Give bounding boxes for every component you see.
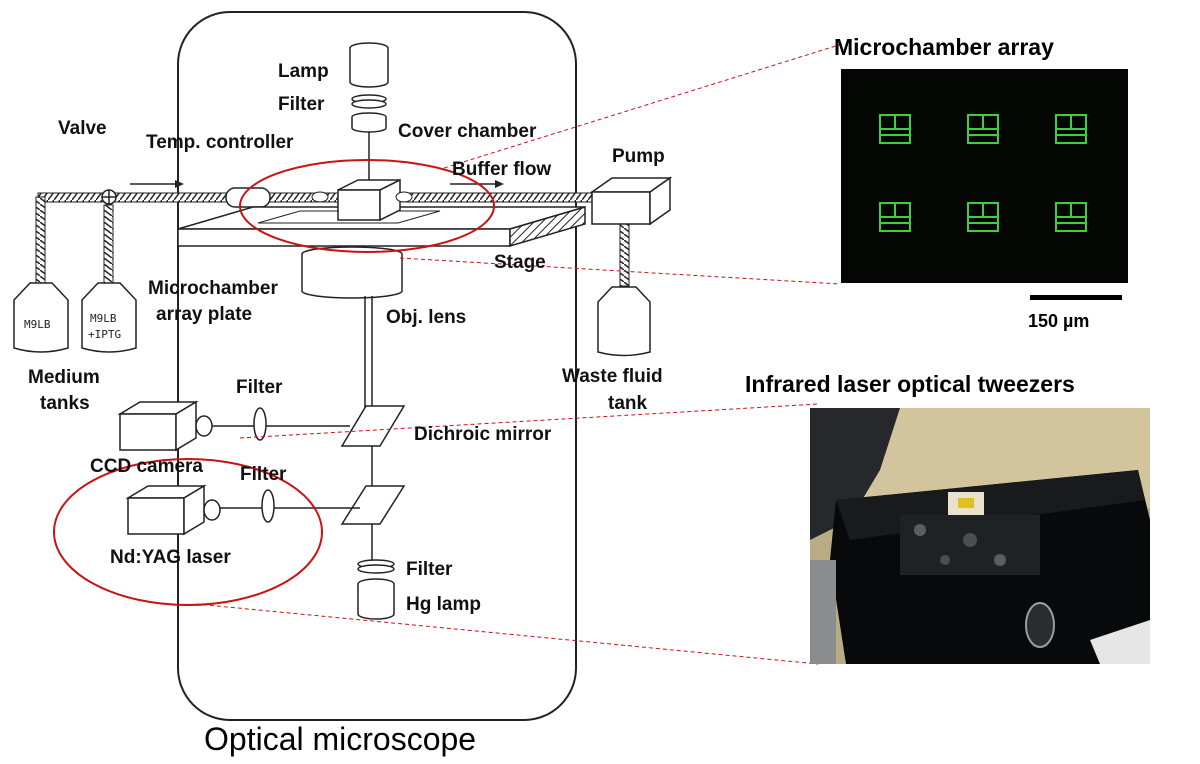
microscope-body	[177, 11, 577, 721]
tank-tube-2	[103, 204, 114, 284]
label-medium-2: tanks	[40, 393, 90, 414]
microchamber-cells	[879, 114, 1087, 232]
microchamber-image	[841, 69, 1128, 283]
label-cover-chamber: Cover chamber	[398, 121, 537, 142]
ccd-camera	[117, 400, 213, 452]
tank-tube-1	[35, 196, 46, 284]
dichroic-mirror	[340, 405, 406, 447]
hg-lamp	[357, 578, 395, 620]
label-tank1: M9LB	[24, 318, 51, 331]
valve-icon	[101, 189, 117, 205]
label-buffer-flow: Buffer flow	[452, 159, 551, 180]
cover-chamber	[337, 178, 401, 222]
label-dichroic: Dichroic mirror	[414, 424, 552, 445]
medium-tank-1	[13, 282, 69, 353]
stage-highlight	[239, 159, 495, 253]
label-ndyag: Nd:YAG laser	[110, 547, 231, 568]
label-filter-hg: Filter	[406, 559, 453, 580]
objective-lens	[301, 246, 403, 299]
ccd-filter	[253, 407, 267, 441]
laser-highlight	[53, 458, 323, 606]
label-filter-laser: Filter	[240, 464, 287, 485]
label-medium-1: Medium	[28, 367, 100, 388]
hg-filter	[357, 559, 395, 574]
tweezers-title: Infrared laser optical tweezers	[745, 371, 1075, 397]
label-microchamber-1: Microchamber	[148, 278, 278, 299]
label-filter-top: Filter	[278, 94, 325, 115]
scale-label: 150 µm	[1028, 311, 1089, 331]
microchamber-title: Microchamber array	[834, 34, 1054, 60]
top-filter	[351, 94, 387, 133]
dashed-connectors	[195, 43, 843, 665]
label-lamp: Lamp	[278, 61, 329, 82]
label-waste-1: Waste fluid	[562, 366, 663, 387]
label-hg-lamp: Hg lamp	[406, 594, 481, 615]
label-valve: Valve	[58, 118, 107, 139]
label-tank2-2: +IPTG	[88, 328, 121, 341]
flow-tube-left	[37, 192, 229, 203]
label-pump: Pump	[612, 146, 665, 167]
label-stage: Stage	[494, 252, 546, 273]
scale-bar	[1030, 295, 1122, 300]
label-microchamber-2: array plate	[156, 304, 252, 325]
second-mirror	[340, 485, 406, 525]
waste-tube	[619, 223, 630, 287]
flow-tube-right	[401, 192, 595, 203]
ndyag-laser	[125, 484, 221, 536]
top-lamp	[349, 42, 389, 88]
laser-filter	[261, 489, 275, 523]
caption: Optical microscope	[204, 721, 476, 757]
flow-arrow-right	[450, 180, 504, 188]
temp-controller	[225, 187, 271, 208]
label-filter-ccd: Filter	[236, 377, 283, 398]
waste-tank	[597, 286, 651, 357]
flow-tube-mid	[267, 192, 341, 203]
label-waste-2: tank	[608, 393, 648, 414]
label-temp-controller: Temp. controller	[146, 132, 294, 153]
pump	[589, 176, 673, 226]
medium-tank-2	[81, 282, 137, 353]
label-obj-lens: Obj. lens	[386, 307, 466, 328]
label-ccd-camera: CCD camera	[90, 456, 203, 477]
flow-arrow-left	[130, 180, 184, 188]
label-tank2-1: M9LB	[90, 312, 117, 325]
tweezers-photo	[810, 408, 1150, 664]
